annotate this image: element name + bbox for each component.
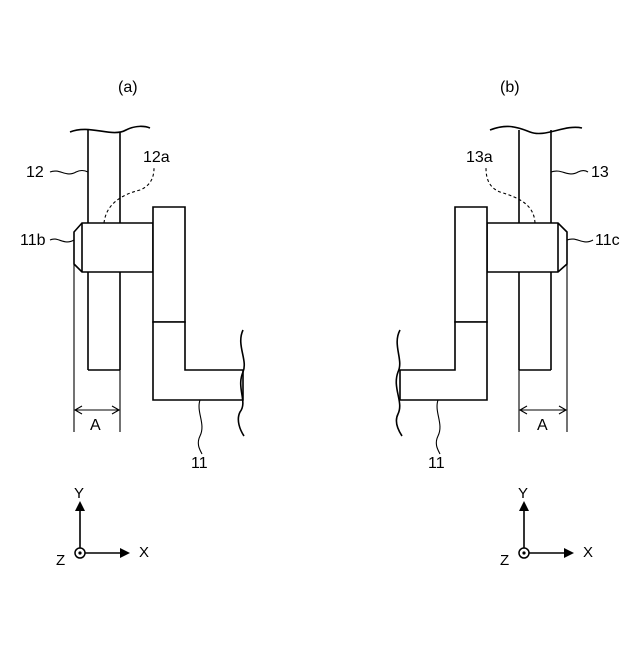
axes-right	[519, 501, 574, 558]
leader-11b	[50, 239, 74, 242]
dimension-a-left	[74, 264, 120, 432]
leader-11c	[567, 239, 593, 242]
dimension-a-right	[519, 264, 567, 432]
member-11-right	[396, 207, 487, 454]
ref-13: 13	[591, 164, 609, 181]
axis-z-right: Z	[500, 552, 509, 569]
ref-11-left: 11	[191, 455, 208, 472]
ref-11-right: 11	[428, 455, 445, 472]
pin-11c	[487, 223, 567, 272]
axis-y-left: Y	[74, 485, 84, 502]
leader-13a	[486, 168, 535, 223]
axis-z-left: Z	[56, 552, 65, 569]
panel-b: (b) 13 13a 11c 11	[396, 79, 619, 569]
axis-x-right: X	[583, 544, 593, 561]
ref-12a: 12a	[143, 149, 170, 166]
leader-12a	[104, 168, 154, 223]
pin-11b	[74, 223, 153, 272]
member-11-left	[153, 207, 244, 454]
leader-13	[551, 171, 588, 174]
dimension-a-label-right: A	[537, 417, 548, 434]
panel-b-label: (b)	[500, 79, 520, 96]
axis-y-right: Y	[518, 485, 528, 502]
ref-13a: 13a	[466, 149, 493, 166]
ref-11c: 11c	[595, 232, 620, 249]
panel-a-label: (a)	[118, 79, 138, 96]
axis-x-left: X	[139, 544, 149, 561]
dimension-a-label-left: A	[90, 417, 101, 434]
panel-a: (a) 12 12a 11b	[20, 79, 244, 569]
axes-left	[75, 501, 130, 558]
leader-12	[50, 171, 88, 174]
ref-11b: 11b	[20, 232, 46, 249]
ref-12: 12	[26, 164, 44, 181]
